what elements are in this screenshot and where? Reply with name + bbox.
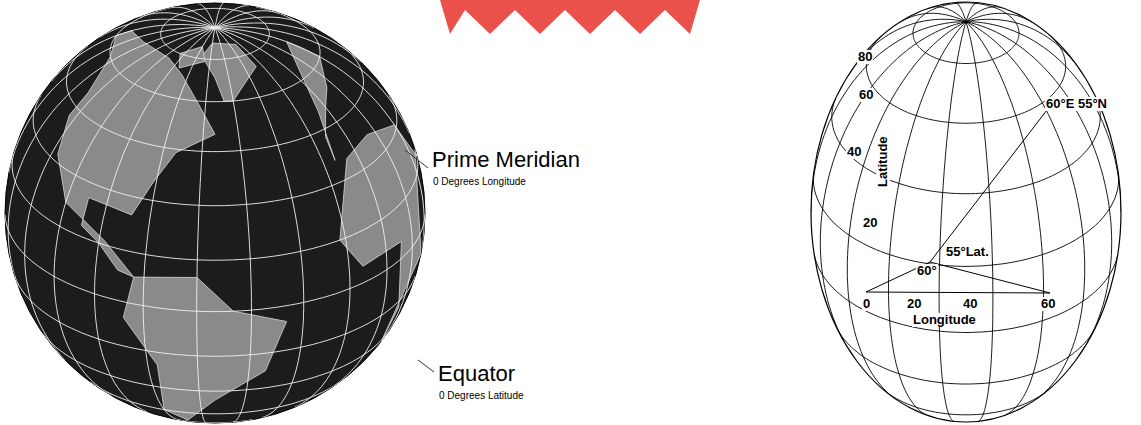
axis-label: 80 xyxy=(857,50,873,64)
continent xyxy=(123,277,286,420)
grid-line xyxy=(966,22,1112,349)
grid-line xyxy=(43,334,387,392)
axis-label: 60° xyxy=(916,264,938,278)
grid-line xyxy=(140,13,216,28)
axis-label: 40 xyxy=(846,145,862,159)
angle-lines xyxy=(866,110,1050,293)
axis-label: 0 xyxy=(862,297,871,311)
grid-line xyxy=(215,6,249,28)
grid-line xyxy=(54,28,215,396)
callout-label: 0 Degrees Longitude xyxy=(433,176,526,187)
grid-line xyxy=(215,23,361,62)
grid-line xyxy=(966,19,1081,71)
grid-line xyxy=(866,36,1065,123)
globe-grid xyxy=(5,3,425,423)
grid-line xyxy=(8,28,215,287)
continent xyxy=(287,42,336,161)
grid-line xyxy=(966,13,1032,22)
grid-line xyxy=(67,46,364,152)
axis-label: Longitude xyxy=(912,313,977,327)
grid-line xyxy=(33,95,397,205)
grid-line xyxy=(814,254,1118,332)
grid-line xyxy=(900,13,966,22)
grid-line xyxy=(820,22,966,349)
axis-label: 40 xyxy=(962,297,978,311)
callout-label: 0 Degrees Latitude xyxy=(439,390,524,401)
grid-line xyxy=(215,28,387,386)
axis-label: 20 xyxy=(862,216,878,230)
axis-label: 55°Lat. xyxy=(945,245,990,259)
grid-line xyxy=(913,3,1019,64)
grid-line xyxy=(5,215,425,312)
axis-label: Latitude xyxy=(876,136,890,189)
callout-label: Equator xyxy=(438,362,515,386)
continent xyxy=(340,125,421,341)
axis-label: 60 xyxy=(1040,297,1056,311)
grid-line xyxy=(832,98,1100,194)
grid-line xyxy=(215,28,412,340)
grid-line xyxy=(177,420,252,423)
callout-label: Prime Meridian xyxy=(432,148,580,172)
grid-line xyxy=(161,8,270,59)
grid-line xyxy=(215,28,252,423)
grid-line xyxy=(939,22,966,422)
axis-label: 60°E 55°N xyxy=(1045,97,1108,111)
grid-line xyxy=(197,28,215,423)
dark-globe xyxy=(5,3,425,423)
grid-line xyxy=(966,22,1085,400)
grid-line xyxy=(25,28,215,360)
grid-line xyxy=(215,3,224,27)
grid-line xyxy=(813,173,1118,267)
grid-line xyxy=(143,28,215,420)
axis-label: 20 xyxy=(906,297,922,311)
grid-line xyxy=(15,276,416,356)
leader-lines xyxy=(405,150,434,372)
axis-label: 60 xyxy=(858,88,874,102)
grid-line xyxy=(847,22,966,400)
watermark-shape xyxy=(440,0,700,34)
grid-line xyxy=(215,27,409,134)
grid-line xyxy=(91,382,340,414)
grid-line xyxy=(966,22,1044,416)
grid-line xyxy=(966,22,1121,212)
globe-grid xyxy=(811,3,1121,422)
grid-line xyxy=(110,7,320,102)
light-globe xyxy=(811,2,1121,422)
grid-line xyxy=(837,328,1095,384)
grid-line xyxy=(966,22,993,422)
grid-line xyxy=(883,390,1048,415)
grid-line xyxy=(215,28,304,418)
grid-line xyxy=(12,153,418,260)
grid-line xyxy=(811,22,966,212)
grid-line xyxy=(51,25,215,82)
continents xyxy=(58,31,421,420)
